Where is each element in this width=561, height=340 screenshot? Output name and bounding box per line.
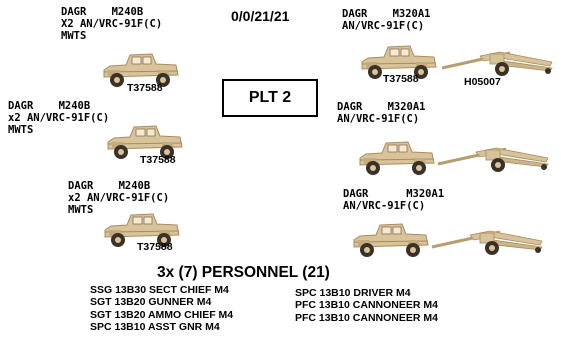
right-vehicle-1-howitzer-bumper: H05007 xyxy=(464,76,501,88)
left-vehicle-3-equipment: DAGR M240B x2 AN/VRC-91F(C) MWTS xyxy=(68,180,170,216)
humvee-icon xyxy=(356,136,436,183)
towed-howitzer-icon xyxy=(430,223,545,262)
left-vehicle-1-equipment: DAGR M240B X2 AN/VRC-91F(C) MWTS xyxy=(61,6,163,42)
platoon-box: PLT 2 xyxy=(222,79,318,117)
left-vehicle-2-bumper: T37588 xyxy=(140,154,176,166)
roster-entry: PFC 13B10 CANNONEER M4 xyxy=(295,311,438,324)
personnel-title: 3x (7) PERSONNEL (21) xyxy=(157,264,330,281)
roster-entry: SGT 13B20 GUNNER M4 xyxy=(90,296,212,309)
right-vehicle-2-equipment: DAGR M320A1 AN/VRC-91F(C) xyxy=(337,101,426,125)
roster-entry: SSG 13B30 SECT CHIEF M4 xyxy=(90,284,229,296)
roster-entry: PFC 13B10 CANNONEER M4 xyxy=(295,299,438,312)
left-vehicle-2-equipment: DAGR M240B x2 AN/VRC-91F(C) MWTS xyxy=(8,100,110,136)
right-vehicle-1-equipment: DAGR M320A1 AN/VRC-91F(C) xyxy=(342,8,431,32)
strength-header: 0/0/21/21 xyxy=(231,8,290,24)
roster-entry: SPC 13B10 ASST GNR M4 xyxy=(90,321,220,334)
roster-entry: SPC 13B10 DRIVER M4 xyxy=(295,287,411,299)
roster-right: SPC 13B10 DRIVER M4 PFC 13B10 CANNONEER … xyxy=(295,287,438,324)
roster-left: SSG 13B30 SECT CHIEF M4 SGT 13B20 GUNNER… xyxy=(90,284,233,334)
towed-howitzer-icon xyxy=(436,140,551,179)
right-vehicle-3-equipment: DAGR M320A1 AN/VRC-91F(C) xyxy=(343,188,445,212)
roster-entry: SGT 13B20 AMMO CHIEF M4 xyxy=(90,308,234,321)
right-vehicle-1-truck-bumper: T37588 xyxy=(383,73,419,85)
left-vehicle-3-bumper: T37588 xyxy=(137,241,173,253)
left-vehicle-1-bumper: T37588 xyxy=(127,82,163,94)
humvee-icon xyxy=(350,218,430,265)
